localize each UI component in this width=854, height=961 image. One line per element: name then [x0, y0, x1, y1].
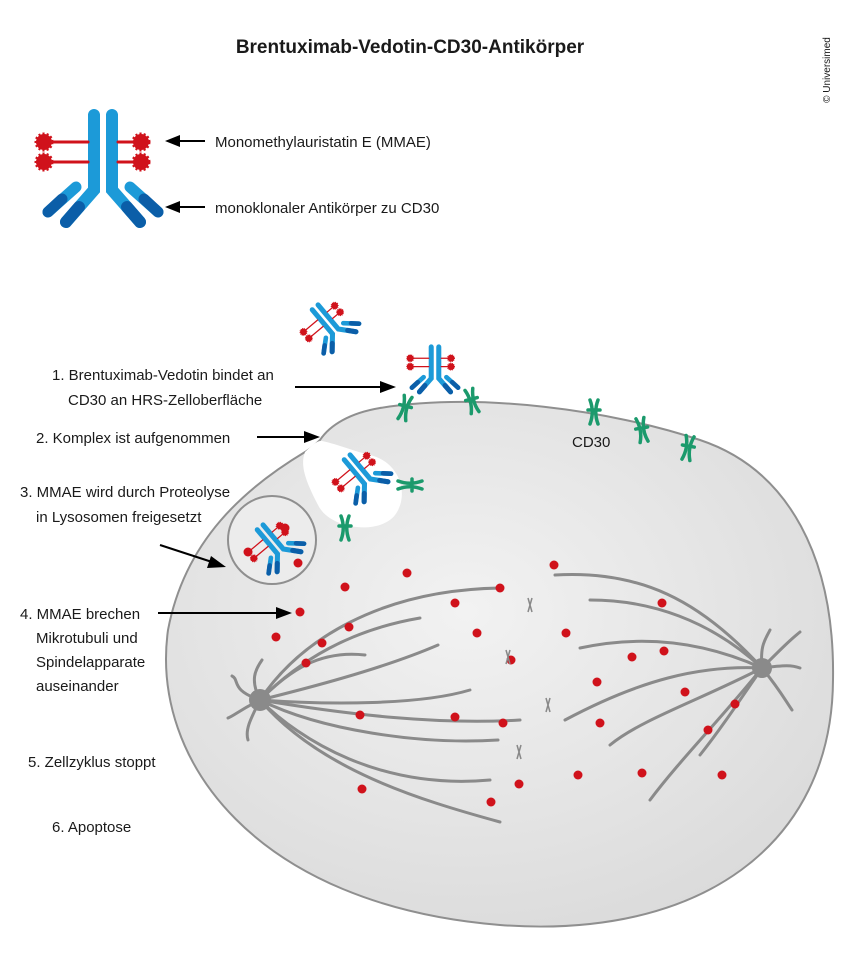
mmae-molecules	[271, 560, 740, 807]
legend-arrow-icon	[165, 135, 205, 213]
mmae-dot	[271, 632, 281, 642]
microtubule	[258, 698, 502, 824]
chromosome-icon	[516, 744, 522, 760]
mmae-dot	[472, 628, 482, 638]
microtubule	[698, 666, 764, 757]
chromosome-icon	[527, 597, 533, 613]
mmae-dot	[402, 568, 412, 578]
mmae-dot	[498, 718, 508, 728]
step-arrow-icons	[158, 381, 396, 619]
microtubule	[578, 639, 764, 670]
step-3-line-2: in Lysosomen freigesetzt	[36, 509, 202, 526]
legend-drug-label: Monomethylauristatin E (MMAE)	[215, 134, 431, 151]
step-4-line-2: Mikrotubuli und	[36, 630, 138, 647]
microtubule	[588, 598, 764, 670]
title: Brentuximab-Vedotin-CD30-Antikörper	[236, 37, 585, 58]
microtubule	[258, 698, 522, 723]
microtubule	[258, 643, 440, 702]
mmae-dot	[486, 797, 496, 807]
mmae-dot	[295, 607, 305, 617]
mmae-dot	[344, 622, 354, 632]
antibody-free	[294, 292, 362, 359]
microtubule	[608, 666, 764, 747]
mmae-dot	[355, 710, 365, 720]
step-5: 5. Zellzyklus stoppt	[28, 754, 156, 771]
mmae-dot	[514, 779, 524, 789]
mmae-dot	[561, 628, 571, 638]
mmae-dot	[703, 725, 713, 735]
mmae-dot	[595, 718, 605, 728]
mmae-dot	[657, 598, 667, 608]
mmae-dot	[659, 646, 669, 656]
step-3-line-1: 3. MMAE wird durch Proteolyse	[20, 484, 230, 501]
cd30-label: CD30	[572, 434, 610, 451]
step-4-line-3: Spindelapparate	[36, 654, 145, 671]
microtubule	[258, 698, 500, 743]
hrs-cell	[165, 401, 835, 928]
mmae-dot	[317, 638, 327, 648]
mmae-dot	[680, 687, 690, 697]
step-4-line-4: auseinander	[36, 678, 119, 695]
spindle-pole-right	[752, 658, 772, 678]
mmae-dot	[549, 560, 559, 570]
released-mmae	[243, 523, 303, 568]
step-2: 2. Komplex ist aufgenommen	[36, 430, 230, 447]
microtubule	[258, 688, 472, 705]
step-1-line-2: CD30 an HRS-Zelloberfläche	[68, 392, 262, 409]
lysosome	[227, 495, 317, 585]
step-1-line-1: 1. Brentuximab-Vedotin bindet an	[52, 367, 274, 384]
microtubule	[258, 586, 502, 702]
mmae-dot	[637, 768, 647, 778]
antibody-bound	[407, 347, 458, 392]
step-4-line-1: 4. MMAE brechen	[20, 606, 140, 623]
mmae-dot	[592, 677, 602, 687]
endocytic-pocket	[303, 440, 402, 528]
step-6: 6. Apoptose	[52, 819, 131, 836]
chromosome-icon	[505, 649, 511, 665]
microtubule	[258, 698, 492, 783]
mmae-dot	[357, 784, 367, 794]
spindle-pole-left	[249, 689, 271, 711]
microtubule	[553, 572, 764, 670]
mmae-dot	[450, 598, 460, 608]
legend-antibody-label: monoklonaler Antikörper zu CD30	[215, 200, 439, 217]
mmae-dot	[450, 712, 460, 722]
mmae-dot	[340, 582, 350, 592]
legend-antibody-icon	[36, 115, 158, 222]
mmae-dot	[495, 583, 505, 593]
copyright: © Universimed	[822, 37, 833, 103]
microtubule	[648, 666, 764, 802]
chromosome-icon	[545, 697, 551, 713]
chromosomes	[505, 597, 551, 760]
mmae-dot	[717, 770, 727, 780]
mmae-dot	[627, 652, 637, 662]
mmae-dot	[730, 699, 740, 709]
mmae-dot	[301, 658, 311, 668]
microtubule	[563, 666, 764, 722]
mmae-dot	[573, 770, 583, 780]
